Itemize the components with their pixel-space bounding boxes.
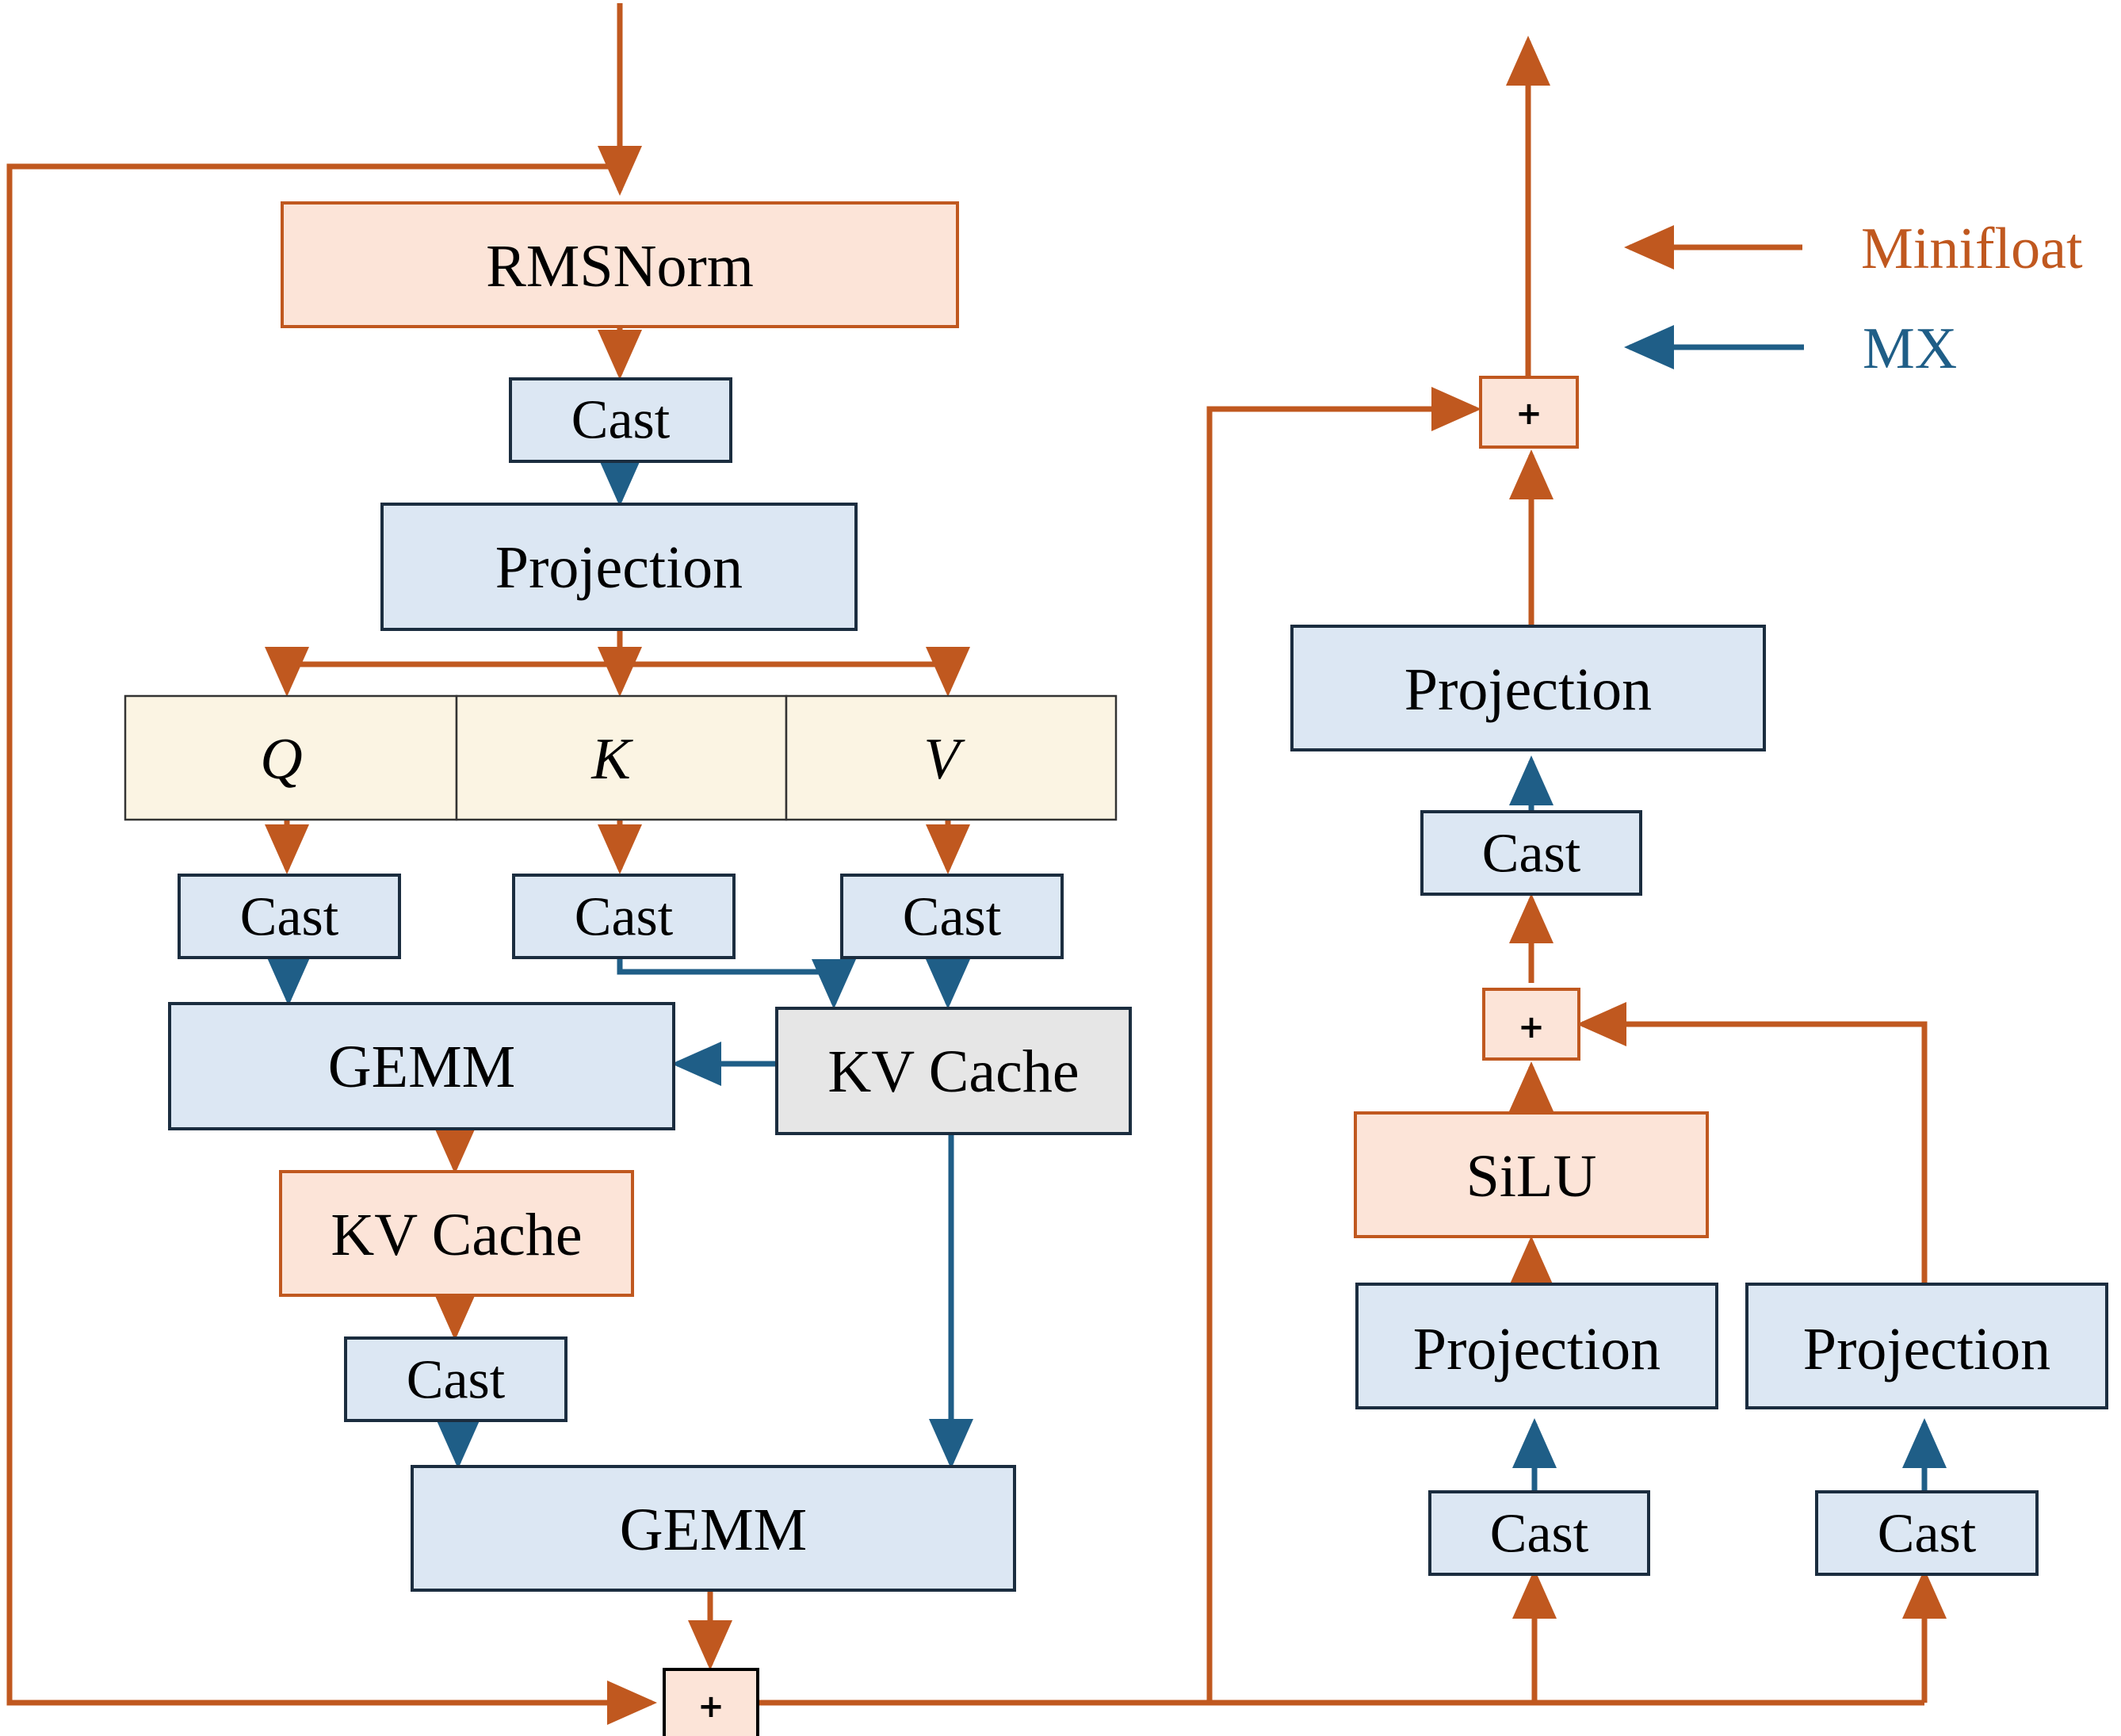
projection-box-attention: Projection	[380, 503, 858, 631]
projection-box-mlp-right: Projection	[1745, 1283, 2108, 1409]
k-label: K	[590, 727, 633, 792]
legend-minifloat-label: Minifloat	[1861, 216, 2083, 281]
cast-label: Cast	[240, 887, 339, 948]
minifloat-connectors	[6, 3, 1947, 1725]
kv-cache-label: KV Cache	[827, 1038, 1079, 1105]
plus-label: +	[1518, 1009, 1545, 1046]
legend: Minifloat MX	[1861, 216, 2083, 381]
kcast-to-kvcache-arrow	[617, 958, 856, 1009]
cast-box-mlp-left: Cast	[1428, 1490, 1650, 1576]
legend-mx-label: MX	[1863, 316, 1957, 381]
kv-cache-label: KV Cache	[331, 1202, 582, 1268]
right-projection-to-plus-arrow	[1576, 1002, 1928, 1283]
plus-box-top: +	[1479, 376, 1579, 449]
cast-label: Cast	[575, 887, 674, 948]
cast-box-gemm2: Cast	[344, 1336, 568, 1422]
cast-label: Cast	[903, 887, 1002, 948]
residual-skip-line	[6, 163, 657, 1725]
mx-connectors	[266, 325, 1947, 1490]
gemm-label: GEMM	[620, 1497, 807, 1563]
cast-box-mlp-right: Cast	[1815, 1490, 2039, 1576]
projection-label: Projection	[1413, 1316, 1660, 1382]
qkv-box: Q K V	[124, 694, 1118, 821]
projection-box-mlp-down: Projection	[1290, 625, 1766, 751]
kv-cache-box-gray: KV Cache	[775, 1007, 1132, 1135]
cast-label: Cast	[407, 1350, 506, 1411]
silu-label: SiLU	[1466, 1143, 1597, 1210]
plus-label: +	[697, 1688, 724, 1725]
cast-box-k: Cast	[512, 874, 736, 959]
cast-label: Cast	[1490, 1504, 1589, 1565]
plus-box-mid: +	[1482, 988, 1580, 1061]
gemm-box-2: GEMM	[411, 1465, 1016, 1592]
silu-box: SiLU	[1354, 1111, 1709, 1238]
projection-split-line	[287, 629, 948, 667]
rmsnorm-label: RMSNorm	[486, 233, 754, 300]
gemm-label: GEMM	[328, 1034, 515, 1100]
projection-label: Projection	[1404, 656, 1652, 723]
cast-label: Cast	[571, 390, 671, 451]
cast-box-v: Cast	[840, 874, 1064, 959]
q-label: Q	[260, 727, 302, 792]
cast-label: Cast	[1482, 824, 1581, 885]
projection-box-mlp-left: Projection	[1355, 1283, 1718, 1409]
plus-label: +	[1515, 396, 1542, 432]
rmsnorm-box: RMSNorm	[281, 201, 959, 328]
cast-box-mlp-top: Cast	[1420, 810, 1642, 896]
v-label: V	[923, 727, 965, 792]
cast-label: Cast	[1878, 1504, 1977, 1565]
kv-cache-box-orange: KV Cache	[279, 1170, 634, 1297]
cast-box-q: Cast	[178, 874, 401, 959]
boxes: RMSNorm Cast Projection Q K V Cast	[124, 201, 2108, 1736]
gemm-box-1: GEMM	[168, 1002, 675, 1130]
bus-to-top-plus-line	[1206, 387, 1481, 1703]
projection-label: Projection	[495, 534, 743, 601]
plus-box-bottom: +	[663, 1668, 759, 1736]
projection-label: Projection	[1803, 1316, 2050, 1382]
cast-box-top: Cast	[509, 377, 732, 463]
